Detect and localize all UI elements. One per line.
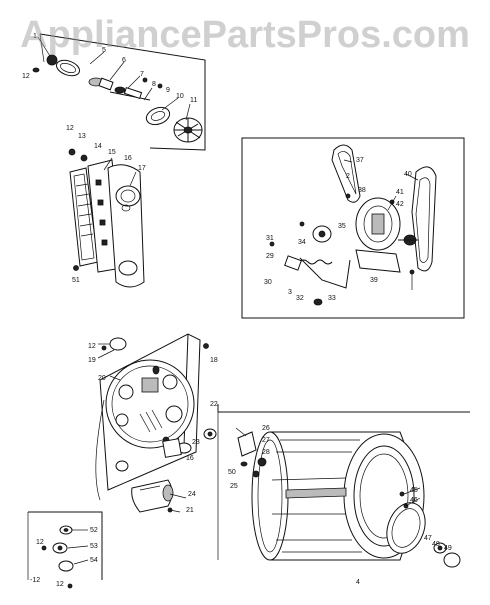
label-30: 30 xyxy=(264,279,272,286)
label-40: 40 xyxy=(404,171,412,178)
label-10: 10 xyxy=(176,93,184,100)
label-21: 21 xyxy=(186,507,194,514)
label-5: 5 xyxy=(102,47,106,54)
label-7: 7 xyxy=(140,71,144,78)
rear-bulkhead xyxy=(95,333,217,513)
label-51: 51 xyxy=(72,277,80,284)
label-53: 53 xyxy=(90,543,98,550)
label-26: 26 xyxy=(262,425,270,432)
label-50: 50 xyxy=(228,469,236,476)
label-37: 37 xyxy=(356,157,364,164)
leader-lines xyxy=(37,36,421,513)
label-12: 12 xyxy=(66,125,74,132)
label-22: 22 xyxy=(210,401,218,408)
label-16b: 16 xyxy=(186,455,194,462)
label-54: 54 xyxy=(90,557,98,564)
label-52: 52 xyxy=(90,527,98,534)
label-minus-12: -12 xyxy=(30,577,40,584)
label-32: 32 xyxy=(296,295,304,302)
label-48: 48 xyxy=(432,541,440,548)
label-33: 33 xyxy=(328,295,336,302)
label-34: 34 xyxy=(298,239,306,246)
part-labels: 1 12 5 6 7 8 9 10 11 12 13 14 15 16 17 5… xyxy=(22,33,452,588)
label-29: 29 xyxy=(266,253,274,260)
blower-assembly xyxy=(32,33,206,151)
label-25: 25 xyxy=(230,483,238,490)
label-20: 20 xyxy=(98,375,106,382)
label-3: 3 xyxy=(288,289,292,296)
label-38: 38 xyxy=(358,187,366,194)
label-49: 49 xyxy=(444,545,452,552)
label-18: 18 xyxy=(210,357,218,364)
label-14: 14 xyxy=(94,143,102,150)
label-42: 42 xyxy=(396,201,404,208)
label-17: 17 xyxy=(138,165,146,172)
label-46: 46 xyxy=(410,497,418,504)
exhaust-duct-assembly xyxy=(68,148,145,288)
label-2: 2 xyxy=(346,173,350,180)
label-12: 12 xyxy=(36,539,44,546)
drum-assembly xyxy=(217,404,470,568)
label-9: 9 xyxy=(166,87,170,94)
label-13: 13 xyxy=(78,133,86,140)
label-23: 23 xyxy=(192,439,200,446)
label-1: 1 xyxy=(33,33,37,40)
label-19: 19 xyxy=(88,357,96,364)
label-28: 28 xyxy=(262,449,270,456)
label-47: 47 xyxy=(424,535,432,542)
label-12: 12 xyxy=(22,73,30,80)
label-16: 16 xyxy=(124,155,132,162)
label-27: 27 xyxy=(262,437,270,444)
label-41: 41 xyxy=(396,189,404,196)
label-4: 4 xyxy=(356,579,360,586)
motor-assembly-box xyxy=(241,137,465,319)
label-24: 24 xyxy=(188,491,196,498)
label-15: 15 xyxy=(108,149,116,156)
label-6: 6 xyxy=(122,57,126,64)
label-45: 45 xyxy=(410,487,418,494)
label-12: 12 xyxy=(88,343,96,350)
label-12: 12 xyxy=(56,581,64,588)
label-39: 39 xyxy=(370,277,378,284)
label-8: 8 xyxy=(152,81,156,88)
label-35: 35 xyxy=(338,223,346,230)
inset-parts xyxy=(27,511,103,589)
label-31: 31 xyxy=(266,235,274,242)
label-11: 11 xyxy=(190,97,197,104)
